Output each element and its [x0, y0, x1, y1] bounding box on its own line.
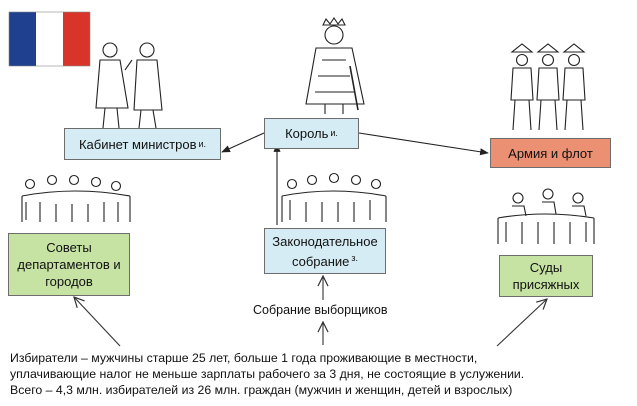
arrow-electors-to-courts: [496, 299, 547, 347]
cabinet-label: Кабинет министров: [78, 136, 197, 152]
arrow-king-to-cabinet: [221, 132, 265, 153]
cabinet-mark: и.: [198, 138, 207, 149]
footnote-line1: Избиратели – мужчины старше 25 лет, боль…: [10, 351, 478, 365]
jury-illustration: [497, 188, 595, 244]
army-box: Армия и флот: [490, 138, 611, 168]
army-label: Армия и флот: [508, 145, 593, 161]
electors-meeting-label: Собрание выборщиков: [253, 303, 388, 317]
courts-label-line2: присяжных: [512, 277, 580, 292]
courts-label-line1: Суды: [529, 260, 563, 275]
ministers-illustration: [95, 42, 163, 129]
french-flag-icon: [8, 11, 91, 67]
footnote-line3: Всего – 4,3 млн. избирателей из 26 млн. …: [10, 383, 513, 397]
councils-label-line3: городов: [45, 274, 93, 289]
king-illustration: [305, 17, 365, 114]
assembly-label-line2: собрание: [291, 253, 350, 269]
assembly-label-line1: Законодательное: [272, 233, 378, 249]
assembly-illustration: [281, 172, 387, 222]
courts-box: Суды присяжных: [499, 255, 593, 297]
electors-footnote: Избиратели – мужчины старше 25 лет, боль…: [10, 350, 630, 398]
arrow-electors-to-councils: [74, 297, 121, 347]
footnote-line2: уплачивающие налог не меньше зарплаты ра…: [10, 367, 525, 381]
council-meeting-illustration: [21, 174, 131, 222]
councils-label-line2: департаментов и: [17, 257, 121, 272]
arrow-king-to-army: [358, 132, 489, 156]
king-mark: и.: [330, 128, 338, 138]
assembly-mark: з.: [351, 252, 359, 263]
councils-box: Советы департаментов и городов: [8, 233, 130, 296]
councils-label-line1: Советы: [46, 240, 92, 255]
king-label: Король: [285, 126, 329, 141]
soldiers-illustration: [510, 43, 586, 131]
